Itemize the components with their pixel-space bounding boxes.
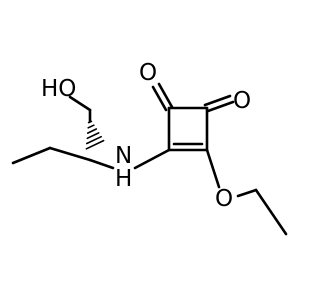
bond-ether-o-ch2 bbox=[236, 188, 258, 198]
carbonyl-top-bond-a bbox=[151, 85, 168, 112]
ether-oxygen-label: O bbox=[215, 186, 233, 212]
hydroxyl-label: HO bbox=[41, 76, 76, 102]
amine-h-label: H bbox=[115, 166, 132, 192]
carbonyl-top-oxygen-label: O bbox=[139, 60, 157, 86]
bond-ethoxy-ch2-ch3 bbox=[254, 188, 288, 236]
bond-nh-to-ring bbox=[133, 148, 171, 170]
carbonyl-top-bond-b bbox=[157, 82, 174, 109]
amine-n-label: N bbox=[115, 143, 132, 169]
carbonyl-right-bond-a bbox=[203, 94, 232, 107]
bond-hydroxyl-ch2 bbox=[68, 95, 92, 112]
bond-ethyl-ch2-ch3 bbox=[11, 146, 52, 165]
bond-chiral-to-nh bbox=[88, 158, 115, 170]
carbonyl-right-oxygen-label: O bbox=[233, 88, 251, 114]
chemical-structure-diagram: HO N H O O O bbox=[11, 60, 288, 236]
bond-ring-to-ether-o bbox=[205, 148, 221, 189]
carbonyl-right-bond-b bbox=[206, 100, 235, 113]
stereo-hash-wedge bbox=[85, 120, 105, 150]
bond-chiral-to-ethyl-ch2 bbox=[48, 146, 92, 162]
